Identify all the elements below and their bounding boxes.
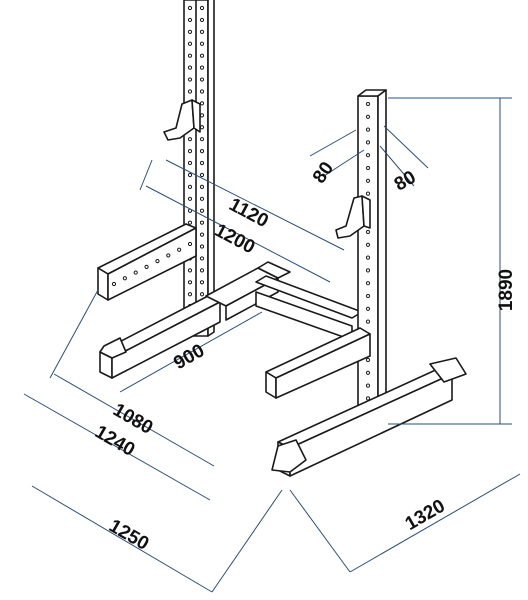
- dimension-1250-label: 1250: [105, 516, 152, 555]
- hole: [199, 5, 205, 11]
- dimension-80-right-label: 80: [391, 167, 420, 196]
- hole: [365, 357, 371, 363]
- hole: [365, 153, 371, 158]
- hole: [111, 281, 117, 287]
- hole: [187, 160, 193, 166]
- hole: [187, 268, 193, 273]
- hole: [187, 41, 193, 46]
- hole: [199, 280, 205, 285]
- hole: [365, 178, 371, 183]
- hole: [199, 196, 205, 201]
- right-j-hook: [335, 195, 371, 239]
- hole: [365, 383, 371, 388]
- hole: [187, 149, 193, 154]
- front-base-beam: [271, 357, 467, 477]
- hole: [199, 208, 205, 213]
- hole: [187, 89, 193, 94]
- hole: [365, 306, 371, 311]
- hole: [187, 220, 193, 225]
- dimension-80-left-label: 80: [309, 158, 338, 187]
- hole: [365, 127, 371, 132]
- hole: [365, 319, 371, 324]
- hole: [199, 17, 205, 23]
- hole: [365, 396, 371, 401]
- hole: [199, 172, 205, 178]
- hole: [365, 370, 371, 375]
- hole: [199, 77, 205, 82]
- hole: [199, 113, 205, 118]
- hole: [199, 29, 205, 34]
- crossbar: [205, 261, 363, 341]
- hole: [199, 244, 205, 249]
- hole: [199, 101, 205, 106]
- hole: [365, 281, 371, 286]
- hole: [199, 89, 205, 94]
- hole: [365, 255, 371, 260]
- hole: [199, 53, 205, 58]
- hole: [199, 184, 205, 189]
- left-j-hook: [163, 99, 201, 141]
- dimension-height-label: 1890: [496, 269, 517, 311]
- hole: [187, 17, 193, 23]
- hole: [177, 247, 182, 252]
- hole: [199, 125, 205, 130]
- hole: [199, 220, 205, 225]
- hole: [187, 196, 193, 201]
- hole: [199, 256, 205, 261]
- hole: [199, 149, 205, 154]
- hole: [187, 137, 193, 142]
- hole: [199, 292, 205, 297]
- front-right-safety-arm: [265, 327, 371, 399]
- hole: [187, 280, 193, 285]
- hole: [187, 65, 193, 70]
- hole: [133, 270, 138, 275]
- hole: [187, 5, 193, 11]
- hole: [144, 264, 149, 269]
- hole: [199, 65, 205, 70]
- front-right-upright: [357, 89, 387, 431]
- hole: [155, 259, 160, 264]
- hole: [187, 53, 193, 58]
- hole: [199, 41, 205, 46]
- hole: [199, 137, 205, 142]
- hole: [365, 114, 371, 119]
- hole: [187, 172, 193, 178]
- hole: [166, 253, 171, 258]
- arm-holes: [111, 241, 193, 287]
- back-base-beam: [99, 295, 221, 379]
- back-left-upright: [183, 0, 215, 337]
- hole: [187, 241, 193, 247]
- hole: [365, 268, 371, 273]
- hole: [199, 268, 205, 273]
- hole: [187, 184, 193, 189]
- hole: [187, 77, 193, 82]
- hole: [122, 276, 127, 281]
- hole: [365, 229, 371, 235]
- hole: [199, 160, 205, 166]
- hole: [365, 293, 371, 299]
- hole: [187, 29, 193, 34]
- back-left-safety-arm: [97, 223, 197, 301]
- hole: [365, 140, 371, 145]
- dimension-lines: [23, 97, 521, 593]
- hole: [199, 232, 205, 237]
- hole: [187, 292, 193, 297]
- hole: [365, 191, 371, 196]
- hole: [365, 101, 371, 107]
- hole: [365, 242, 371, 247]
- hole: [365, 165, 371, 171]
